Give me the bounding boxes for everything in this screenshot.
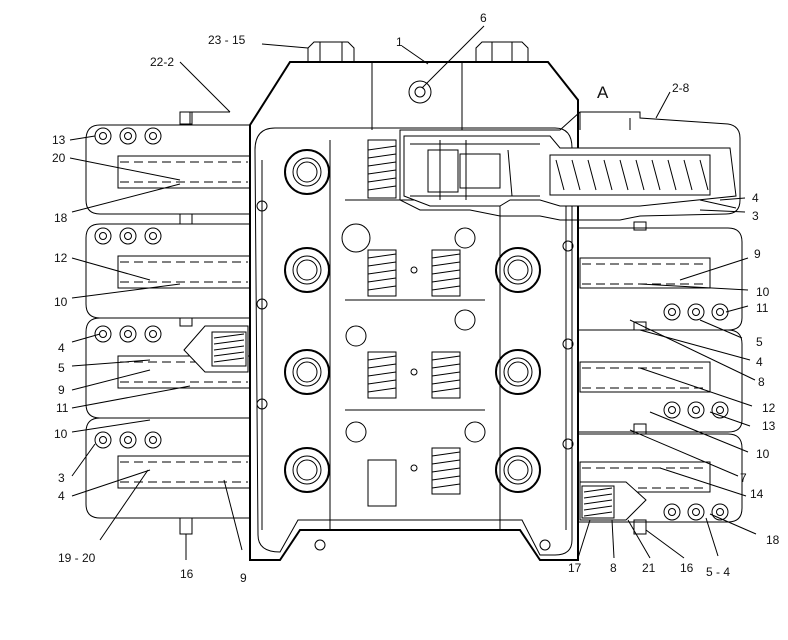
valve-housing <box>189 61 579 561</box>
relief-valve-section <box>399 111 741 221</box>
callout-right-13: 13 <box>762 419 776 433</box>
callout-right-10a: 10 <box>756 285 770 299</box>
callout-bottom-21: 21 <box>642 561 656 575</box>
callout-6: 6 <box>480 11 487 25</box>
callout-left-10a: 10 <box>54 295 68 309</box>
callout-2-8: 2-8 <box>672 81 690 95</box>
callout-right-14: 14 <box>750 487 764 501</box>
callout-right-4b: 4 <box>756 355 763 369</box>
callout-left-4a: 4 <box>58 341 65 355</box>
callout-right-5: 5 <box>756 335 763 349</box>
callout-bottom-5-4: 5 - 4 <box>706 565 730 579</box>
callout-left-18: 18 <box>54 211 68 225</box>
edge-bolt-holes <box>256 200 574 551</box>
top-bolt-heads <box>307 41 529 62</box>
plug-6 <box>408 80 432 104</box>
left-section-1 <box>85 111 251 225</box>
callout-bottom-16a: 16 <box>180 567 194 581</box>
callout-left-20: 20 <box>52 151 66 165</box>
callout-bottom-9: 9 <box>240 571 247 585</box>
callout-left-3: 3 <box>58 471 65 485</box>
callout-left-12: 12 <box>54 251 68 265</box>
port-circles <box>284 149 541 493</box>
callout-bottom-17: 17 <box>568 561 582 575</box>
callout-23-15: 23 - 15 <box>208 33 246 47</box>
callout-1: 1 <box>396 35 403 49</box>
callout-bottom-16b: 16 <box>680 561 694 575</box>
right-section-1 <box>578 221 743 331</box>
callout-left-13: 13 <box>52 133 66 147</box>
callout-left-10b: 10 <box>54 427 68 441</box>
callout-right-18: 18 <box>766 533 780 547</box>
callout-bottom-8: 8 <box>610 561 617 575</box>
leader-lines <box>69 25 757 560</box>
callout-right-9: 9 <box>754 247 761 261</box>
right-section-3 <box>578 433 743 535</box>
internal-springs <box>329 139 501 530</box>
callout-right-3: 3 <box>752 209 759 223</box>
right-section-2 <box>578 321 743 435</box>
left-section-2 <box>85 223 251 319</box>
left-section-4 <box>85 417 251 535</box>
callout-right-11: 11 <box>756 301 769 315</box>
callout-left-9a: 9 <box>58 383 65 397</box>
callout-right-7: 7 <box>740 471 747 485</box>
view-letter-a: A <box>597 83 609 102</box>
callout-left-11: 11 <box>56 401 69 415</box>
callout-right-8: 8 <box>758 375 765 389</box>
callout-left-19-20: 19 - 20 <box>58 551 96 565</box>
callout-right-12: 12 <box>762 401 776 415</box>
callout-right-10b: 10 <box>756 447 770 461</box>
callout-labels: A 23 - 15 22-2 1 6 2-8 13 20 18 12 10 4 … <box>52 11 780 585</box>
callout-right-4a: 4 <box>752 191 759 205</box>
callout-left-4b: 4 <box>58 489 65 503</box>
callout-left-5a: 5 <box>58 361 65 375</box>
callout-22-2: 22-2 <box>150 55 174 69</box>
left-section-3 <box>85 317 251 419</box>
